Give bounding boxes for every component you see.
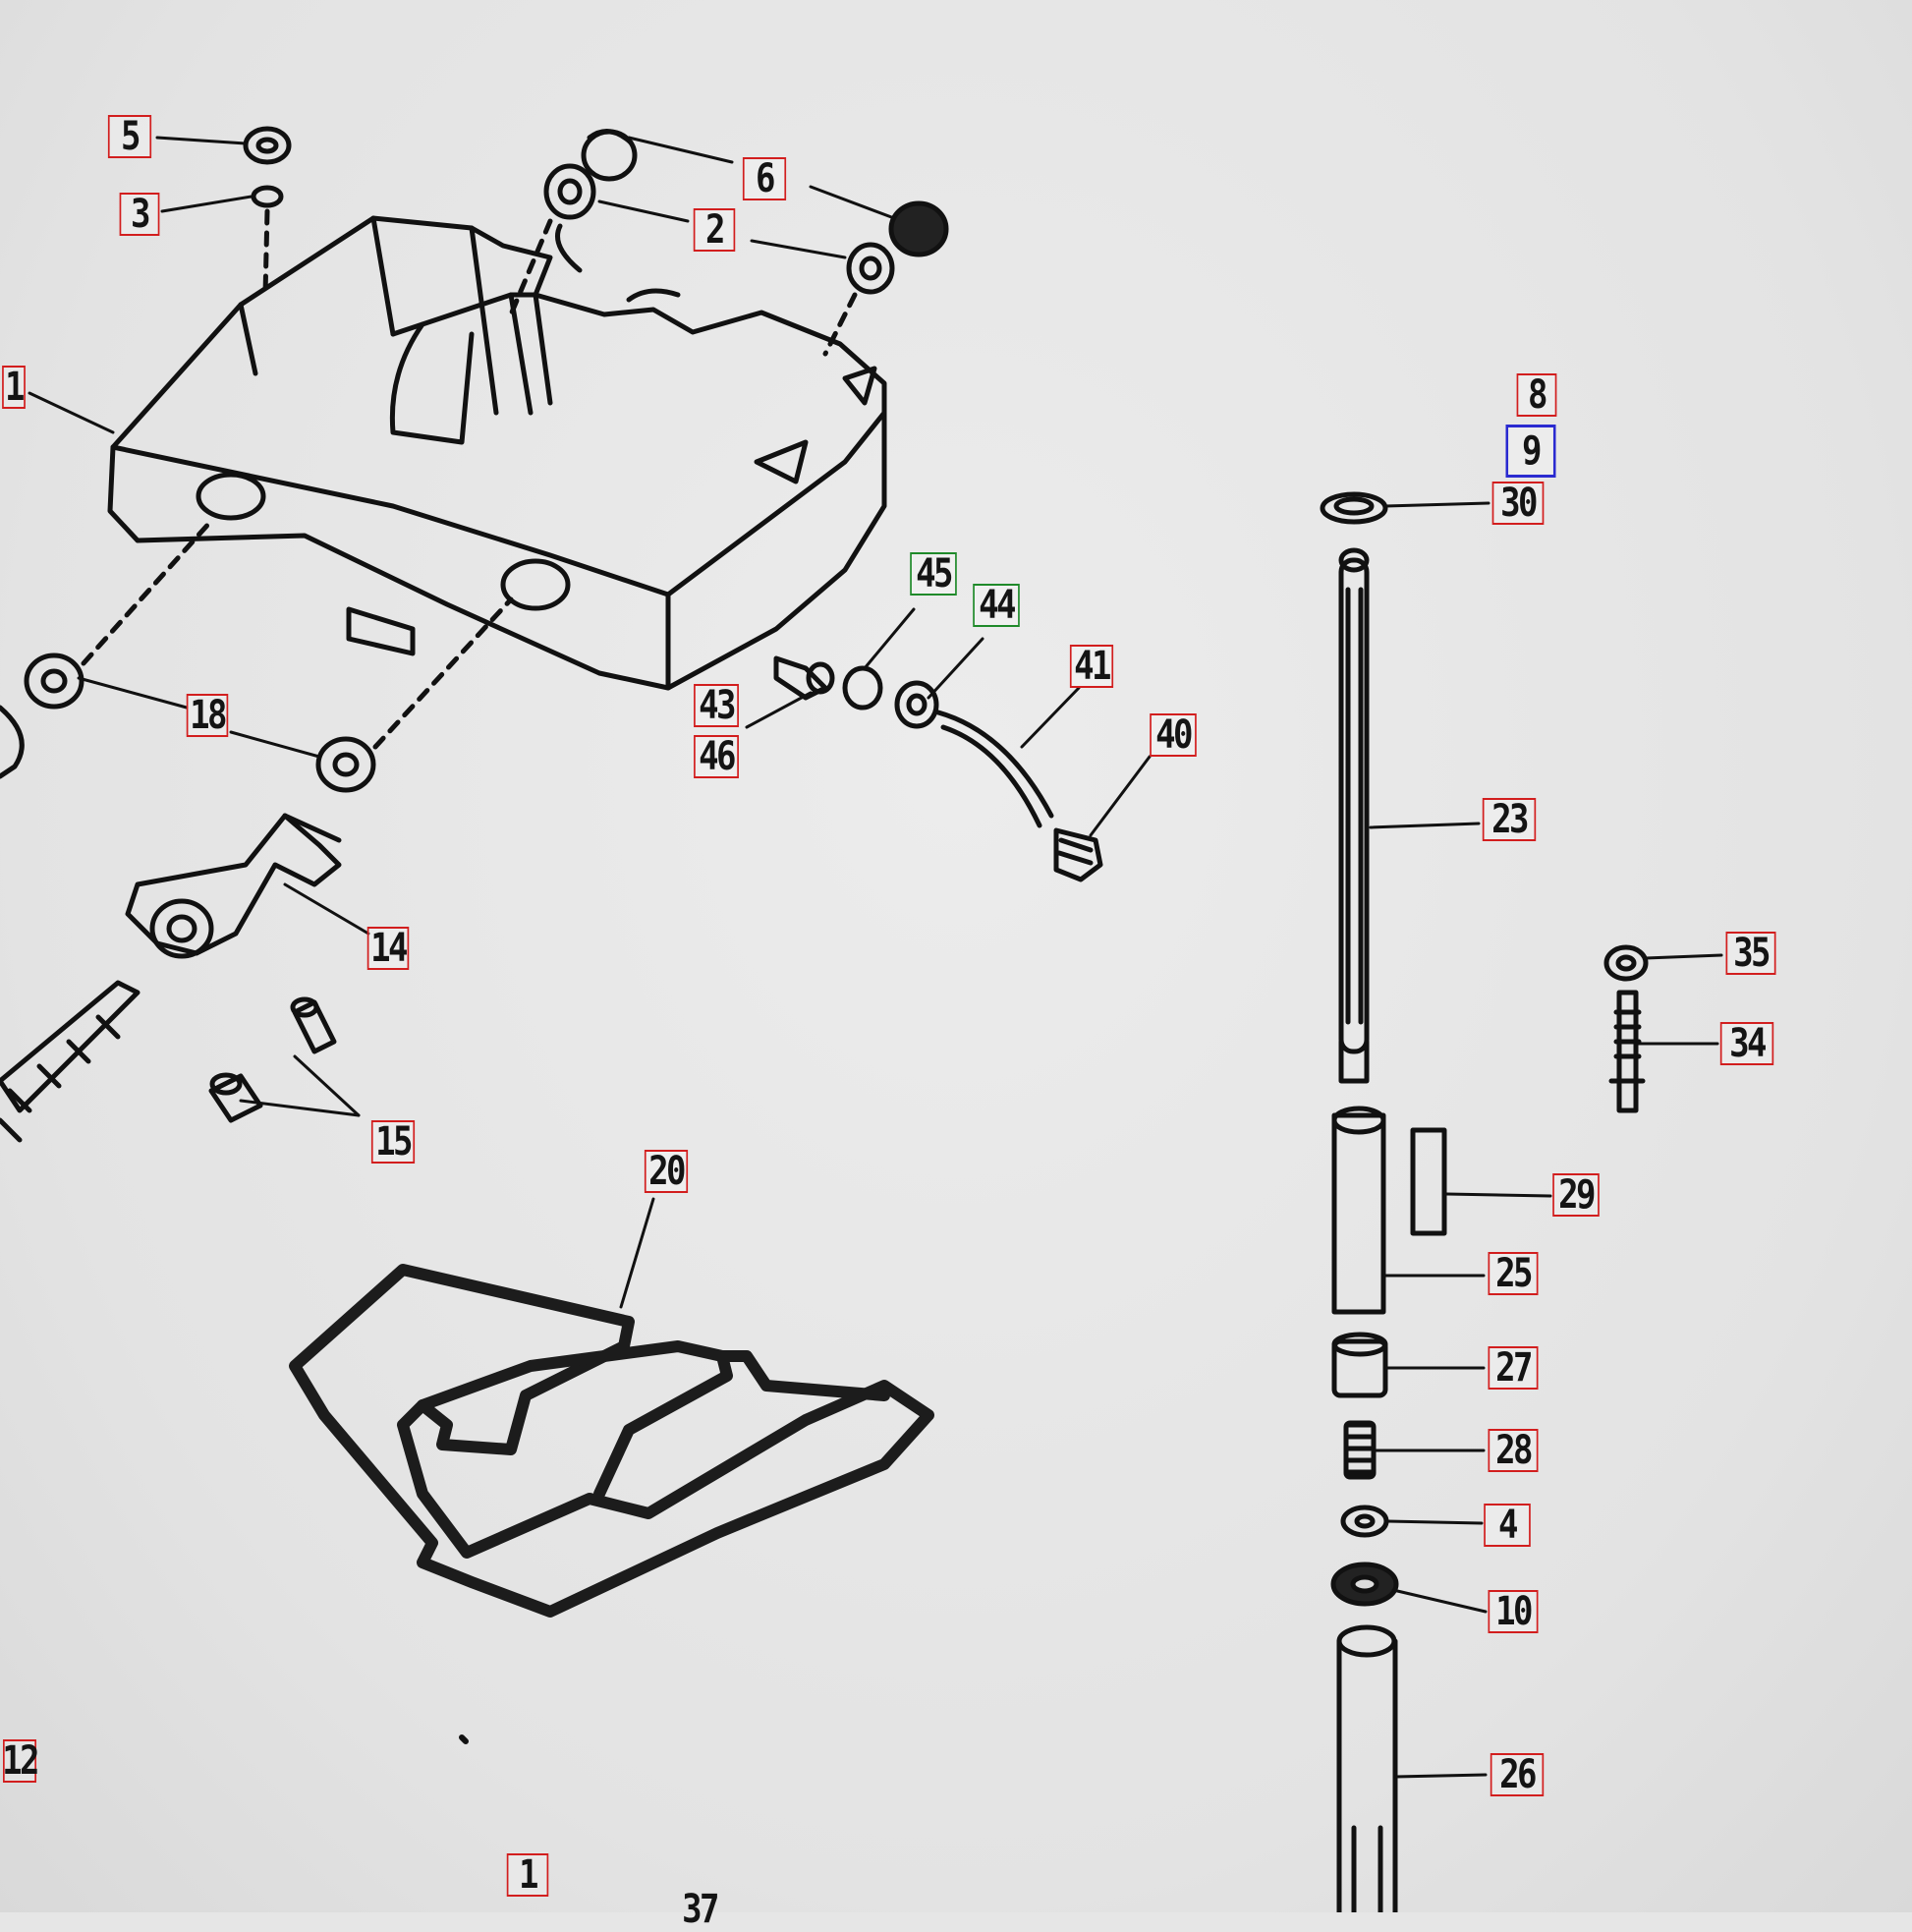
washer-2a-part[interactable] [543,163,596,220]
spring-28-part[interactable] [1343,1420,1377,1480]
callout-1-bottom[interactable]: 1 [506,1852,549,1898]
callout-46[interactable]: 46 [694,734,739,779]
tube-25-part[interactable] [1331,1106,1386,1315]
pin-29-part[interactable] [1410,1127,1447,1236]
callout-45[interactable]: 45 [910,551,957,597]
callout-12[interactable]: 12 [2,1738,39,1784]
callout-4[interactable]: 4 [1484,1503,1531,1548]
callout-3[interactable]: 3 [119,192,160,237]
rocker-arm-14-part[interactable] [125,813,342,959]
washer-3-part[interactable] [251,185,284,208]
callout-1-top[interactable]: 1 [2,365,26,410]
washer-10-part[interactable] [1330,1562,1399,1607]
cap-nut-6a-part[interactable] [581,129,638,182]
callout-8[interactable]: 8 [1516,372,1557,418]
callout-37[interactable]: 37 [682,1887,719,1932]
stud-34-part[interactable] [1608,990,1646,1113]
push-rod-23-part[interactable] [1338,547,1370,1084]
callout-34[interactable]: 34 [1719,1021,1774,1066]
callout-14[interactable]: 14 [366,926,410,971]
callout-18[interactable]: 18 [186,693,229,738]
gasket-20-part[interactable] [289,1264,934,1618]
leader-lines [28,136,1723,1779]
callout-25[interactable]: 25 [1488,1251,1539,1296]
nut-35-part[interactable] [1603,944,1649,982]
callout-27[interactable]: 27 [1488,1345,1539,1391]
oil-line-41-part[interactable] [935,710,1054,828]
sleeve-27-part[interactable] [1331,1332,1388,1398]
callout-44[interactable]: 44 [973,583,1020,628]
pin-15b-part[interactable] [208,1072,263,1123]
nut-5-part[interactable] [243,126,292,165]
cover-housing-part[interactable] [107,215,887,691]
callout-40[interactable]: 40 [1150,712,1197,758]
callout-29[interactable]: 29 [1552,1172,1600,1218]
callout-23[interactable]: 23 [1482,797,1537,842]
callout-6[interactable]: 6 [742,156,787,201]
callout-20[interactable]: 20 [644,1149,689,1194]
tube-26-part[interactable] [1336,1624,1398,1912]
fitting-40-part[interactable] [1053,827,1103,882]
washer-2b-part[interactable] [846,242,895,295]
callout-30[interactable]: 30 [1491,481,1545,526]
callout-43[interactable]: 43 [694,683,739,728]
callout-9[interactable]: 9 [1505,425,1556,478]
callout-10[interactable]: 10 [1488,1589,1539,1634]
callout-35[interactable]: 35 [1725,931,1776,976]
callout-2[interactable]: 2 [693,207,736,253]
callout-28[interactable]: 28 [1488,1428,1539,1473]
rocker-shaft-part[interactable] [0,980,141,1143]
pin-15a-part[interactable] [290,996,337,1054]
washer-18a-part[interactable] [24,653,84,710]
washer-18b-part[interactable] [315,736,376,793]
seat-30-part[interactable] [1320,491,1388,525]
callout-41[interactable]: 41 [1069,644,1114,689]
fitting-43-part[interactable] [773,655,835,701]
washer-45-part[interactable] [842,665,883,710]
callout-5[interactable]: 5 [107,114,152,159]
washer-4-part[interactable] [1340,1505,1389,1538]
callout-15[interactable]: 15 [370,1119,416,1165]
cap-nut-6b-part[interactable] [888,200,949,257]
callout-26[interactable]: 26 [1490,1752,1545,1797]
nut-44-part[interactable] [894,680,939,729]
